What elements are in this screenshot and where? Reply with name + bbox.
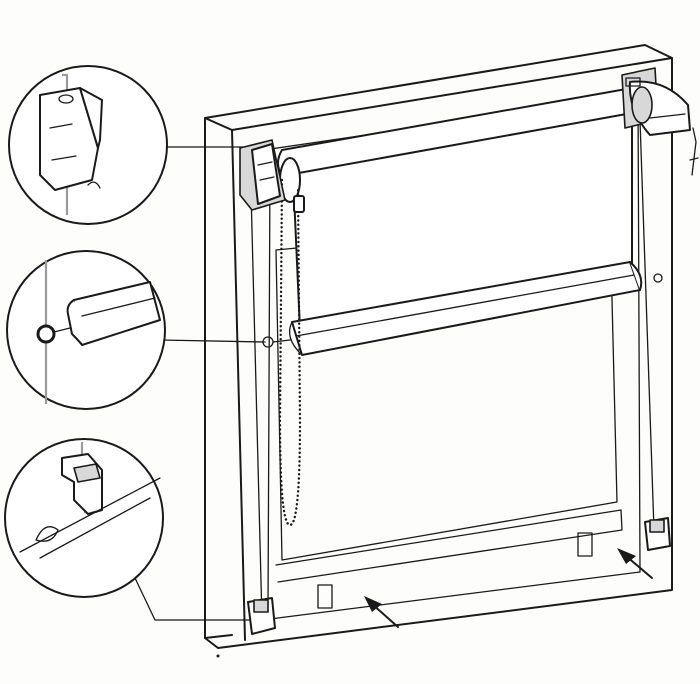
callout-leaders <box>134 146 266 621</box>
edge-mark <box>691 127 697 176</box>
arrow-lower-left <box>364 596 399 628</box>
chain-weight <box>293 195 305 213</box>
callout-bottom-clip <box>4 438 164 598</box>
callout-rail-end <box>6 250 166 410</box>
bead-chain <box>278 178 305 527</box>
callout-top-bracket <box>8 65 168 225</box>
roller-blind <box>262 87 663 356</box>
stray-dot <box>216 654 220 658</box>
guide-cord-left <box>267 164 271 611</box>
guide-cord-right <box>639 119 655 531</box>
top-left-bracket <box>239 139 286 211</box>
bottom-clip-right <box>644 517 671 551</box>
guide-cords <box>267 119 655 611</box>
arrow-lower-right <box>617 548 653 579</box>
bottom-clip-left <box>247 597 276 635</box>
top-right-bracket <box>621 67 691 136</box>
vent-slots <box>317 532 593 609</box>
vent-slot-left <box>317 584 333 609</box>
eyelet-right <box>653 273 663 283</box>
vent-slot-right <box>577 532 593 557</box>
